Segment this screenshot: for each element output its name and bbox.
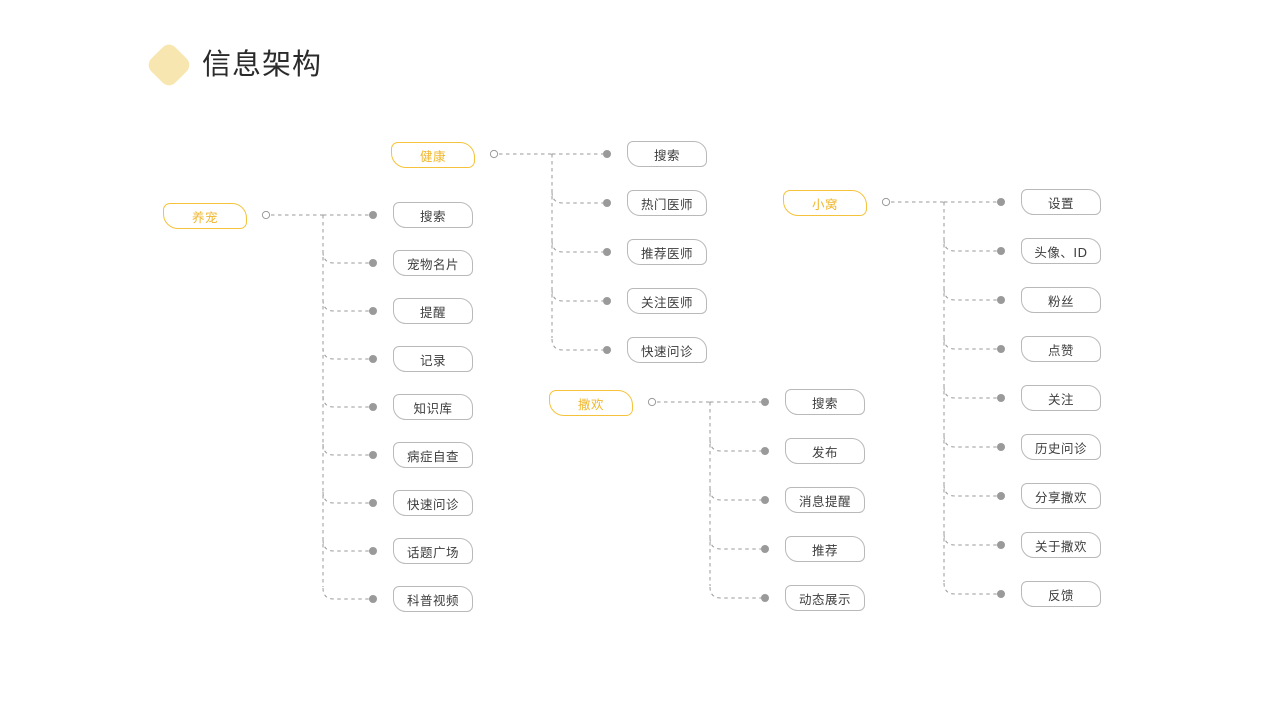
connector-origin-circle [489,149,499,159]
leaf-node[interactable]: 知识库 [393,394,473,420]
leaf-node[interactable]: 话题广场 [393,538,473,564]
connector-endpoint-dot [369,451,377,459]
leaf-node[interactable]: 科普视频 [393,586,473,612]
connector-endpoint-dot [369,403,377,411]
leaf-node[interactable]: 快速问诊 [627,337,707,363]
leaf-node[interactable]: 关注 [1021,385,1101,411]
leaf-node[interactable]: 宠物名片 [393,250,473,276]
connector-endpoint-dot [761,398,769,406]
connector-origin-circle [647,397,657,407]
connector-endpoint-dot [997,590,1005,598]
connector-endpoint-dot [369,307,377,315]
leaf-node[interactable]: 快速问诊 [393,490,473,516]
leaf-node[interactable]: 点赞 [1021,336,1101,362]
connector-endpoint-dot [761,594,769,602]
connector-endpoint-dot [997,394,1005,402]
page-title: 信息架构 [202,46,323,81]
root-node[interactable]: 小窝 [783,190,867,216]
connector-origin-circle [881,197,891,207]
connector-endpoint-dot [761,545,769,553]
leaf-node[interactable]: 热门医师 [627,190,707,216]
root-node[interactable]: 撒欢 [549,390,633,416]
connector-endpoint-dot [603,346,611,354]
connector-endpoint-dot [369,211,377,219]
connector-endpoint-dot [997,443,1005,451]
leaf-node[interactable]: 设置 [1021,189,1101,215]
connector-endpoint-dot [369,259,377,267]
connector-endpoint-dot [997,247,1005,255]
leaf-node[interactable]: 反馈 [1021,581,1101,607]
leaf-node[interactable]: 头像、ID [1021,238,1101,264]
connector-endpoint-dot [603,297,611,305]
leaf-node[interactable]: 推荐医师 [627,239,707,265]
connector-endpoint-dot [761,447,769,455]
connector-endpoint-dot [603,248,611,256]
connector-endpoint-dot [603,199,611,207]
connector-endpoint-dot [761,496,769,504]
connector-endpoint-dot [369,547,377,555]
leaf-node[interactable]: 分享撒欢 [1021,483,1101,509]
connector-endpoint-dot [997,345,1005,353]
leaf-node[interactable]: 记录 [393,346,473,372]
connector-endpoint-dot [369,355,377,363]
root-node[interactable]: 健康 [391,142,475,168]
connector-endpoint-dot [997,541,1005,549]
leaf-node[interactable]: 推荐 [785,536,865,562]
connector-endpoint-dot [369,595,377,603]
page-title-block: 信息架构 [144,40,323,90]
leaf-node[interactable]: 消息提醒 [785,487,865,513]
leaf-node[interactable]: 提醒 [393,298,473,324]
leaf-node[interactable]: 粉丝 [1021,287,1101,313]
leaf-node[interactable]: 历史问诊 [1021,434,1101,460]
leaf-node[interactable]: 搜索 [785,389,865,415]
connector-endpoint-dot [997,296,1005,304]
connector-endpoint-dot [997,492,1005,500]
connector-endpoint-dot [603,150,611,158]
leaf-node[interactable]: 病症自查 [393,442,473,468]
connector-endpoint-dot [997,198,1005,206]
leaf-node[interactable]: 发布 [785,438,865,464]
leaf-node[interactable]: 关注医师 [627,288,707,314]
leaf-node[interactable]: 搜索 [627,141,707,167]
leaf-node[interactable]: 关于撒欢 [1021,532,1101,558]
connector-endpoint-dot [369,499,377,507]
leaf-node[interactable]: 搜索 [393,202,473,228]
root-node[interactable]: 养宠 [163,203,247,229]
connector-origin-circle [261,210,271,220]
leaf-node[interactable]: 动态展示 [785,585,865,611]
